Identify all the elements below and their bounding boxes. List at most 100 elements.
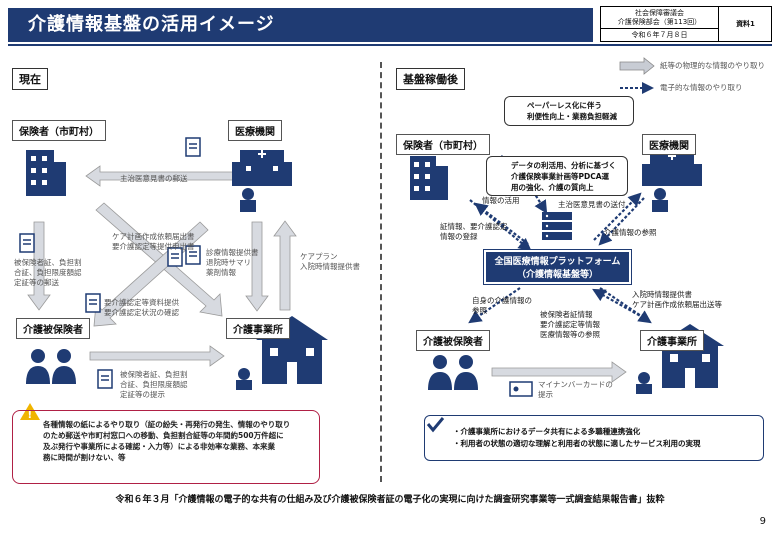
flow-careplan-line: ケア計画作成依頼届出書 <box>112 232 195 241</box>
flow-line: 定証等の提示 <box>120 390 165 399</box>
mynumber-card-icon <box>509 381 533 397</box>
source-citation: 令和６年３月「介護情報の電子的な共有の仕組み及び介護被保険者証の電子化の実現に向… <box>115 495 665 505</box>
arrow-insured-to-office <box>89 345 225 367</box>
flow-careplan-right: ケアプラン 入院時情報提供書 <box>300 252 360 272</box>
entity-medical-left: 医療機関 <box>228 120 282 141</box>
e-arrow-platform-to-insurer <box>474 202 529 245</box>
benefit-text: 介護事業所におけるデータ共有による多職種連携強化 <box>460 427 641 436</box>
meta-doc: 資料1 <box>736 20 755 28</box>
flow-line: ケア計画作成依頼届出送等 <box>632 300 722 309</box>
city-hall-icon-right <box>410 156 448 200</box>
server-icon <box>542 212 572 240</box>
arrow-insured-to-office-right <box>491 361 627 383</box>
issue-box: 各種情報の紙によるやり取り（証の紛失・再発行の発生、情報のやり取り のため郵送や… <box>12 410 320 484</box>
arrow-insurer-down <box>27 221 51 311</box>
flow-line: 被保険者証、負担割 <box>120 370 188 379</box>
issue-line: のため郵送や市町村窓口への移動、負担割合証等の年間約500万件超に <box>43 431 284 440</box>
entity-insured-right: 介護被保険者 <box>416 330 490 351</box>
flow-line: 合証、負担限度額認 <box>14 268 82 277</box>
benefits-box: ・介護事業所におけるデータ共有による多職種連携強化 ・利用者の状態の適切な理解と… <box>424 415 764 461</box>
note-line: 介護保険事業計画等PDCA運 <box>511 172 610 181</box>
flow-med-ref: 介護情報の参照 <box>604 228 657 237</box>
section-after: 基盤稼働後 <box>396 68 465 90</box>
entity-medical-right: 医療機関 <box>642 134 696 155</box>
e-arrow-insurer-to-platform <box>469 199 532 252</box>
e-arrow-shujii <box>519 169 548 214</box>
flow-careplan-right-line: 入院時情報提供書 <box>300 262 360 271</box>
e-arrow-office-to-platform <box>592 288 645 319</box>
issue-line: 各種情報の紙によるやり取り（証の紛失・再発行の発生、情報のやり取り <box>43 420 291 429</box>
issue-line: 及ぶ発行や事業所による確認・入力等）による非効率な業務、本来業 <box>43 442 276 451</box>
flow-diagnosis: 診療情報提供書 退院時サマリ 薬剤情報 <box>206 248 259 278</box>
flow-line: 要介護認定状況の確認 <box>104 308 179 317</box>
flow-self-ref: 自身の介護情報の 参照 <box>472 296 532 316</box>
flow-line: マイナンバーカードの <box>538 380 613 389</box>
flow-admission: 入院時情報提供書 ケア計画作成依頼届出送等 <box>632 290 722 310</box>
flow-careplan-right-line: ケアプラン <box>300 252 338 261</box>
flow-info-use: 情報の活用 <box>482 196 520 205</box>
flow-line: 医療情報等の参照 <box>540 330 600 339</box>
hospital-icon-left <box>232 150 292 212</box>
flow-careplan-line: 要介護認定等提供申出書 <box>112 242 195 251</box>
arrow-office-up <box>273 220 297 311</box>
benefit-item: ・利用者の状態の適切な理解と利用者の状態に適したサービス利用の実現 <box>453 439 701 448</box>
section-current: 現在 <box>12 68 48 90</box>
warning-icon: ! <box>20 403 40 421</box>
flow-shujii-mail: 主治医意見書の郵送 <box>120 174 188 183</box>
flow-line: 定証等の郵送 <box>14 278 59 287</box>
flow-office-ref: 被保険者証情報 要介護認定等情報 医療情報等の参照 <box>540 310 600 340</box>
flow-line: 要介護認定等資料提供 <box>104 298 179 307</box>
flow-line: 提示 <box>538 390 553 399</box>
flow-line: 入院時情報提供書 <box>632 290 692 299</box>
meta-table: 社会保障審議会 介護保険部会（第113回） 令和６年７月８日 資料1 <box>600 6 772 42</box>
flow-insured-to-office: 被保険者証、負担割 合証、負担限度額認 定証等の提示 <box>120 370 188 400</box>
flow-insurer-reg: 証情報、要介護認定 情報の登録 <box>440 222 508 242</box>
flow-line: 被保険者証、負担割 <box>14 258 82 267</box>
issue-line: 務に時間が割けない、等 <box>43 453 126 462</box>
e-arrow-platform-to-medical <box>593 192 642 241</box>
note-line: データの利活用、分析に基づく <box>511 161 616 170</box>
check-icon <box>426 417 445 433</box>
entity-insured-left: 介護被保険者 <box>16 318 90 339</box>
platform-line: 全国医療情報プラットフォーム <box>494 257 621 267</box>
entity-office-left: 介護事業所 <box>226 318 290 339</box>
people-icon-left <box>26 349 76 384</box>
meta-date: 令和６年７月８日 <box>601 29 719 42</box>
meta-line2: 介護保険部会（第113回） <box>617 18 702 26</box>
entity-office-right: 介護事業所 <box>640 330 704 351</box>
flow-careplan: ケア計画作成依頼届出書 要介護認定等提供申出書 <box>112 232 195 252</box>
page-number: 9 <box>759 516 766 527</box>
legend-physical-label: 紙等の物理的な情報のやり取り <box>660 61 765 70</box>
flow-line: 証情報、要介護認定 <box>440 222 508 231</box>
legend-physical-arrow <box>619 57 655 75</box>
entity-insurer-left: 保険者（市町村） <box>12 120 106 141</box>
entity-insurer-right: 保険者（市町村） <box>396 134 490 155</box>
flow-diagnosis-line: 診療情報提供書 <box>206 248 259 257</box>
arrow-medical-down <box>245 221 269 312</box>
flow-insurer-to-insured: 被保険者証、負担割 合証、負担限度額認 定証等の郵送 <box>14 258 82 288</box>
flow-line: 被保険者証情報 <box>540 310 593 319</box>
platform-box: 全国医療情報プラットフォーム （介護情報基盤等） <box>483 249 632 285</box>
flow-line: 合証、負担限度額認 <box>120 380 188 389</box>
flow-diagnosis-line: 退院時サマリ <box>206 258 251 267</box>
city-hall-icon-left <box>26 150 66 196</box>
flow-line: 要介護認定等情報 <box>540 320 600 329</box>
flow-shujii-send: 主治医意見書の送付 <box>558 200 626 209</box>
flow-office-to-insurer: 要介護認定等資料提供 要介護認定状況の確認 <box>104 298 179 318</box>
people-icon-right <box>428 355 478 390</box>
note-line: 利便性向上・業務負担軽減 <box>527 112 617 121</box>
meta-line1: 社会保障審議会 <box>635 9 684 17</box>
hospital-icon-right <box>642 152 702 212</box>
legend-electronic-label: 電子的な情報のやり取り <box>660 83 743 92</box>
header-rule <box>8 44 772 46</box>
document-icon <box>19 137 201 389</box>
flow-line: 自身の介護情報の <box>472 296 532 305</box>
note-data-use: データの利活用、分析に基づく 介護保険事業計画等PDCA運 用の強化、介護の質向… <box>486 156 628 196</box>
section-divider <box>380 62 382 482</box>
flow-line: 情報の登録 <box>440 232 478 241</box>
arrow-medical-to-insurer <box>85 165 241 187</box>
e-arrow-platform-to-insured <box>468 287 521 324</box>
meta-committee: 社会保障審議会 介護保険部会（第113回） <box>601 7 719 29</box>
benefit-item: ・介護事業所におけるデータ共有による多職種連携強化 <box>453 427 641 436</box>
